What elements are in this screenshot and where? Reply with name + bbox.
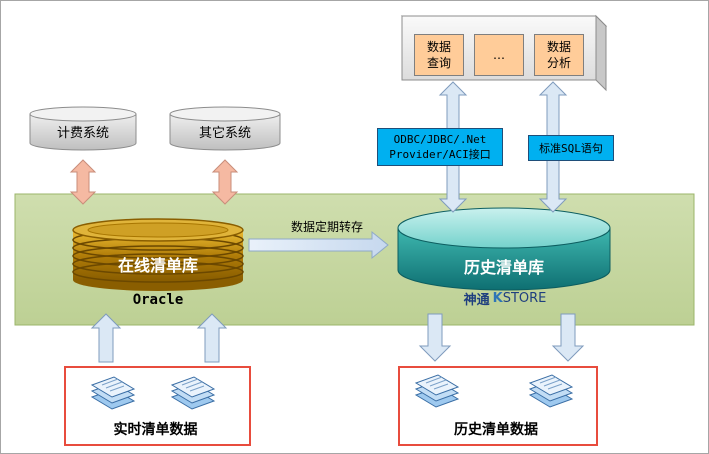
data-query-line1: 数据 xyxy=(426,40,451,54)
transfer-arrow xyxy=(248,230,389,260)
sql-interface-box: 标准SQL语句 xyxy=(528,135,614,161)
data-analysis-tool[interactable]: 数据 分析 xyxy=(534,34,584,76)
data-query-tool[interactable]: 数据 查询 xyxy=(414,34,464,76)
realtime-input-arrow-1 xyxy=(90,313,122,363)
more-tools[interactable]: … xyxy=(474,34,524,76)
document-stack-icon xyxy=(528,374,574,408)
kstore-k: K xyxy=(492,290,503,306)
realtime-data-box xyxy=(64,366,251,446)
billing-system-label: 计费系统 xyxy=(56,125,109,141)
history-output-arrow-2 xyxy=(551,313,585,362)
history-data-box xyxy=(398,366,598,446)
billing-system-cylinder xyxy=(29,106,137,151)
data-analysis-line1: 数据 xyxy=(546,40,571,54)
history-db-title: 历史清单库 xyxy=(463,258,544,277)
document-stack-icon xyxy=(170,376,216,410)
history-output-arrow-1 xyxy=(418,313,452,362)
more-tools-label: … xyxy=(493,48,505,62)
transfer-label: 数据定期转存 xyxy=(290,219,363,234)
oracle-vendor-label: Oracle xyxy=(132,292,184,308)
data-query-line2: 查询 xyxy=(426,56,451,70)
sql-interface-label: 标准SQL语句 xyxy=(539,141,603,155)
history-db-cylinder xyxy=(397,207,611,291)
realtime-data-label: 实时清单数据 xyxy=(113,422,198,438)
odbc-interface-line1: ODBC/JDBC/.Net xyxy=(393,133,487,146)
other-system-label: 其它系统 xyxy=(198,125,251,141)
online-db-stack xyxy=(72,218,244,291)
realtime-input-arrow-2 xyxy=(196,313,228,363)
billing-sync-arrow xyxy=(69,159,97,205)
document-stack-icon xyxy=(90,376,136,410)
data-analysis-line2: 分析 xyxy=(546,56,571,70)
other-sync-arrow xyxy=(211,159,239,205)
kstore-suffix: STORE xyxy=(502,290,547,306)
odbc-interface-box: ODBC/JDBC/.Net Provider/ACI接口 xyxy=(377,128,503,166)
other-system-cylinder xyxy=(169,106,281,151)
history-data-label: 历史清单数据 xyxy=(454,422,538,438)
online-db-title: 在线清单库 xyxy=(117,256,198,275)
odbc-interface-line2: Provider/ACI接口 xyxy=(389,148,491,161)
kstore-prefix: 神通 xyxy=(463,292,490,308)
document-stack-icon xyxy=(414,374,460,408)
